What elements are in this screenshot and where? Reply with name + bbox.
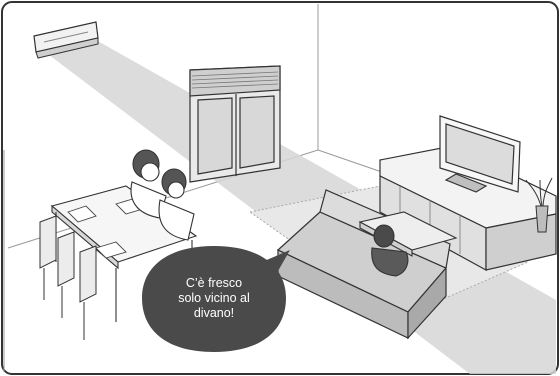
plant-icon (525, 177, 553, 233)
window-icon (189, 65, 281, 183)
speech-bubble (142, 246, 290, 352)
air-conditioner-icon (33, 21, 99, 59)
television-icon (439, 115, 521, 193)
dining-people (130, 149, 195, 241)
dining-chairs (39, 215, 97, 340)
person-on-sofa (371, 224, 409, 277)
